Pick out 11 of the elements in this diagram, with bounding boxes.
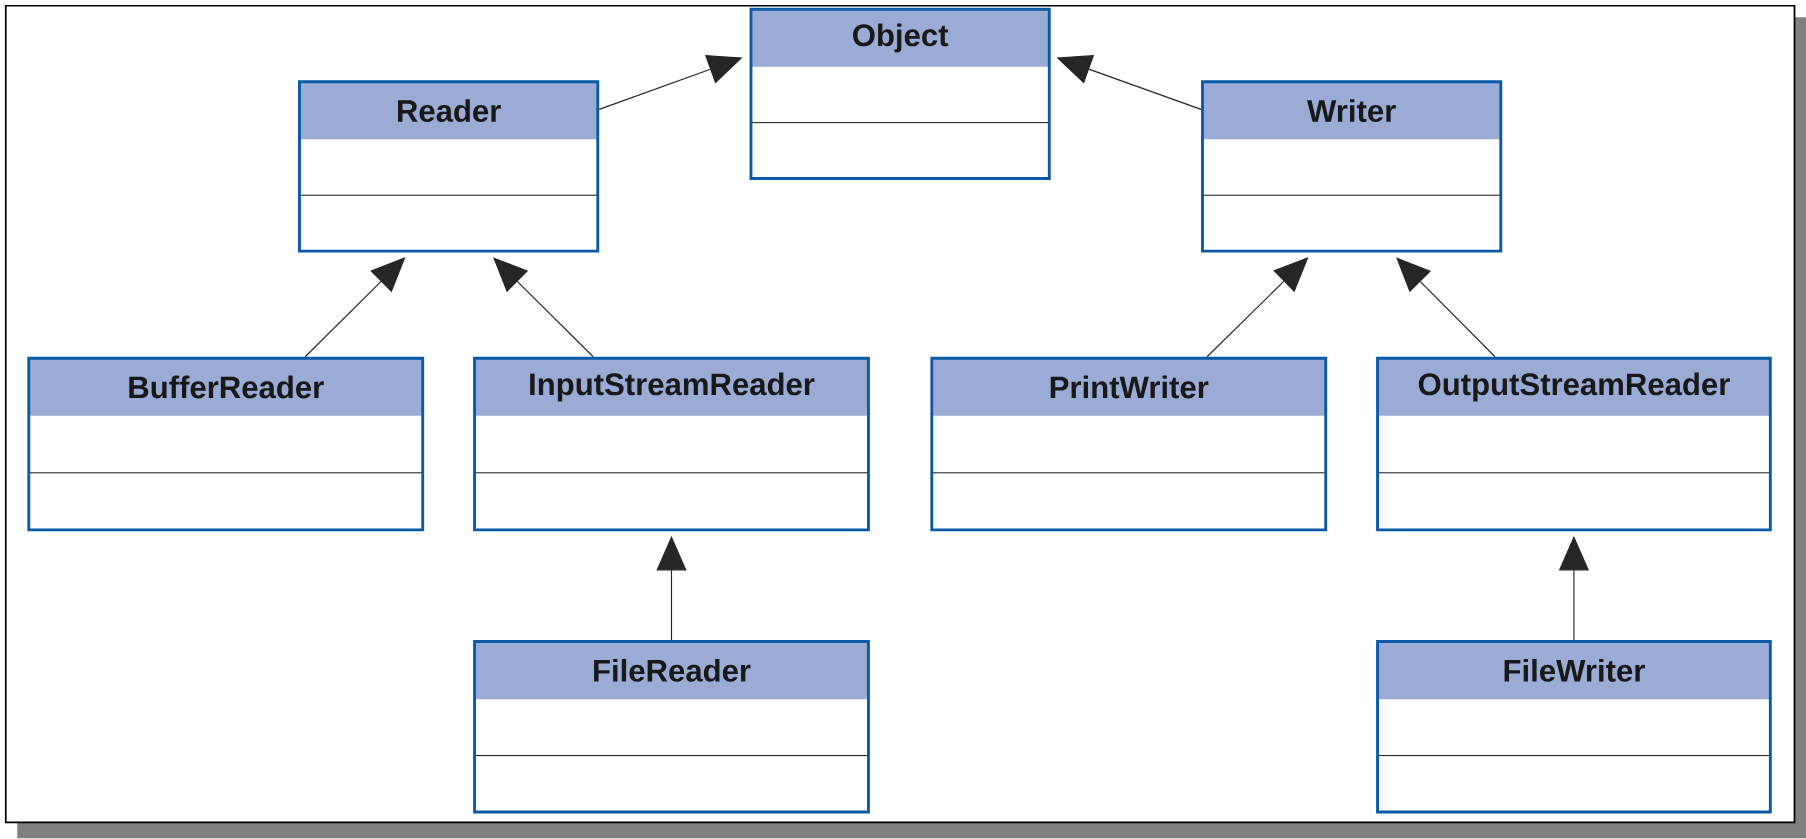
- class-box: BufferReader: [27, 357, 425, 532]
- class-box: PrintWriter: [930, 357, 1328, 532]
- class-box: Writer: [1201, 80, 1503, 253]
- class-box: FileReader: [473, 640, 870, 814]
- class-box: FileWriter: [1376, 640, 1772, 814]
- inheritance-arrow: [1396, 257, 1496, 358]
- inheritance-arrow: [493, 257, 594, 358]
- class-box: InputStreamReader: [473, 357, 870, 532]
- class-box: Reader: [298, 80, 600, 253]
- class-box: OutputStreamReader: [1376, 357, 1772, 532]
- class-box: Object: [749, 8, 1051, 181]
